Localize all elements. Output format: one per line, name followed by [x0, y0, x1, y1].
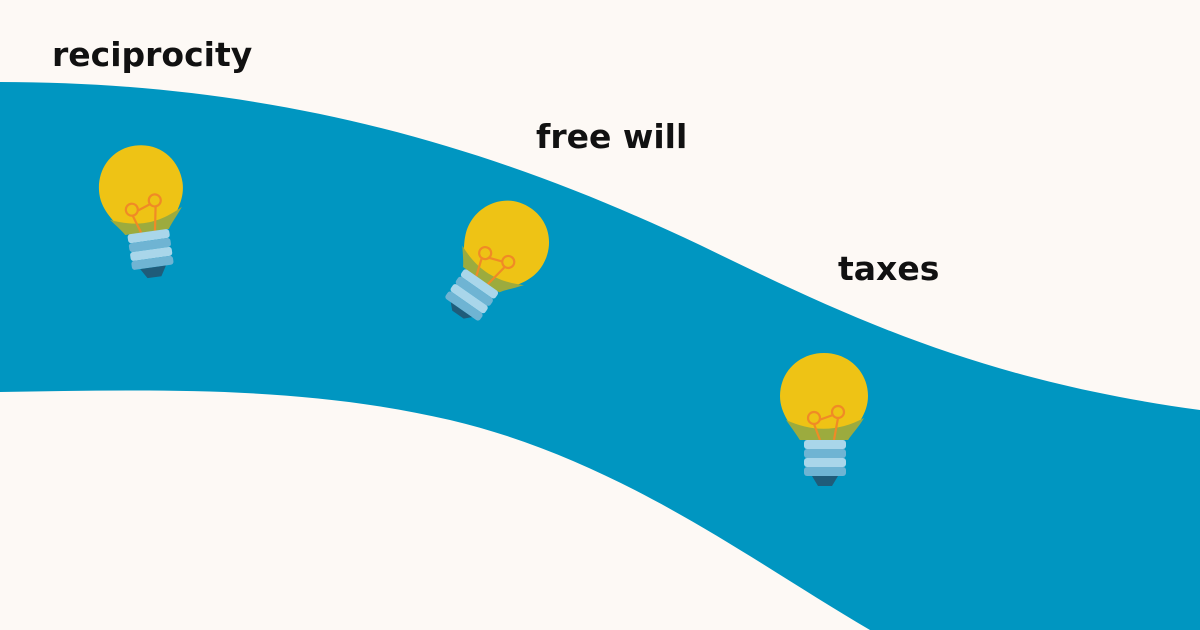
label-reciprocity: reciprocity: [52, 35, 253, 74]
lightbulb-icon: [98, 145, 183, 279]
label-free-will: free will: [536, 117, 688, 156]
river-band: [0, 82, 1200, 630]
label-taxes: taxes: [838, 249, 940, 288]
lightbulb-icon: [445, 200, 549, 321]
lightbulb-icon: [780, 353, 868, 486]
